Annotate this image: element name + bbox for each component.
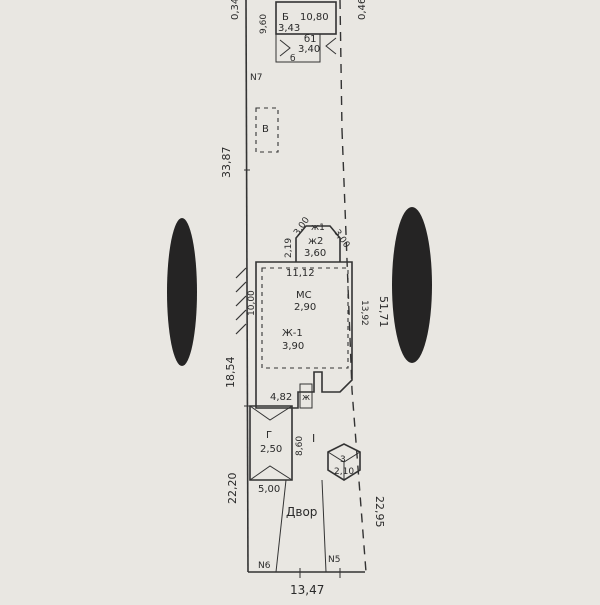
building-b-letter: Б	[282, 12, 289, 23]
dim-left-middle: 18,54	[224, 357, 237, 389]
left-smudge	[167, 218, 197, 366]
house-entry-mark: ж	[302, 393, 310, 403]
dim-right-long: 51,71	[377, 296, 390, 328]
building-v-outline	[255, 107, 279, 153]
plot-left-boundary	[245, 0, 249, 573]
point-n7: N7	[250, 73, 262, 83]
building-b-dim-top: 10,80	[300, 12, 329, 23]
dim-right-lower: 22,95	[373, 496, 386, 528]
house-zh2-letter: ж2	[308, 236, 323, 247]
point-n5: N5	[328, 555, 340, 565]
house-zh2-height: 3,60	[304, 248, 326, 259]
building-b1-letter: б1	[304, 34, 317, 45]
garage-roof-lines	[249, 405, 293, 481]
building-b1-outline	[275, 34, 321, 63]
right-offset-label: 0,46	[357, 0, 368, 20]
yard-roman: I	[312, 432, 315, 445]
house-entry	[299, 383, 313, 409]
yard-path-right	[321, 479, 327, 573]
right-smudge	[392, 207, 432, 363]
yard-path-left	[275, 479, 287, 573]
house-zh1-letter: Ж-1	[282, 328, 303, 339]
house-zh2-dim-d: ж1	[311, 223, 325, 233]
building-b1-height: 3,40	[298, 44, 320, 55]
point-n6: N6	[258, 561, 271, 571]
house-width-label: 11,12	[286, 268, 315, 279]
house-mc-letter: МС	[296, 290, 312, 301]
garage-width-label: 5,00	[258, 484, 280, 495]
building-b-height: 3,43	[278, 23, 300, 34]
house-side-left: 10,00	[247, 290, 257, 316]
garage-depth-label: 8,60	[295, 436, 305, 456]
house-mc-height: 2,90	[294, 302, 316, 313]
building-v-letter: В	[262, 124, 269, 135]
plot-right-dashed	[341, 129, 367, 573]
dim-bottom: 13,47	[290, 583, 324, 597]
fence-hatching	[235, 267, 247, 335]
left-offset-label: 0,34	[230, 0, 241, 20]
garage-letter: Г	[266, 430, 272, 441]
plot-right-upper-dashed	[339, 0, 343, 131]
building-b-dim-side: 9,60	[259, 14, 269, 34]
house-zh1-height: 3,90	[282, 341, 304, 352]
annex-roof-lines	[327, 451, 361, 480]
house-zh2-dim-a: 2,19	[284, 238, 294, 258]
garage-height: 2,50	[260, 444, 282, 455]
house-outline	[255, 261, 353, 409]
yard-label: Двор	[286, 505, 317, 519]
house-zh2-outline	[295, 225, 341, 262]
building-b-outline	[275, 1, 337, 35]
building-b1-hatch	[279, 37, 337, 57]
annex-letter: 3	[340, 455, 346, 465]
dim-left-lower: 22,20	[226, 473, 239, 505]
annex-height: 2,10	[334, 467, 354, 477]
annex-outline	[327, 443, 361, 481]
house-bottom-width: 4,82	[270, 392, 292, 403]
house-inner-dashed	[261, 267, 349, 369]
building-b1-sublabel: б	[290, 54, 296, 64]
dim-left-upper: 33,87	[220, 147, 233, 179]
house-side-right: 13,92	[359, 300, 369, 326]
